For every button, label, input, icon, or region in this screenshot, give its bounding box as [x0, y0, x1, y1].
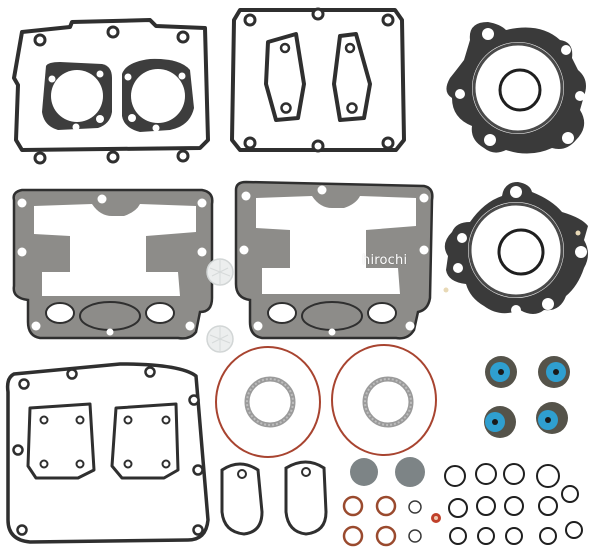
- cylinder-base-orings: [215, 344, 437, 458]
- small-seals-and-orings: [342, 457, 583, 547]
- rocker-housing-gasket-left: [12, 188, 214, 340]
- teardrop-gaskets: [220, 460, 328, 536]
- head-gasket-top: [446, 22, 586, 154]
- rocker-housing-gasket-center: [234, 180, 434, 340]
- rocker-cover-gasket-center: [230, 7, 406, 153]
- breather-filters: [206, 258, 234, 353]
- head-gasket-middle: [443, 182, 588, 315]
- cam-cover-gasket: [5, 362, 210, 544]
- rocker-cover-gasket-left: [12, 18, 210, 165]
- valve-stem-seals: [484, 356, 570, 438]
